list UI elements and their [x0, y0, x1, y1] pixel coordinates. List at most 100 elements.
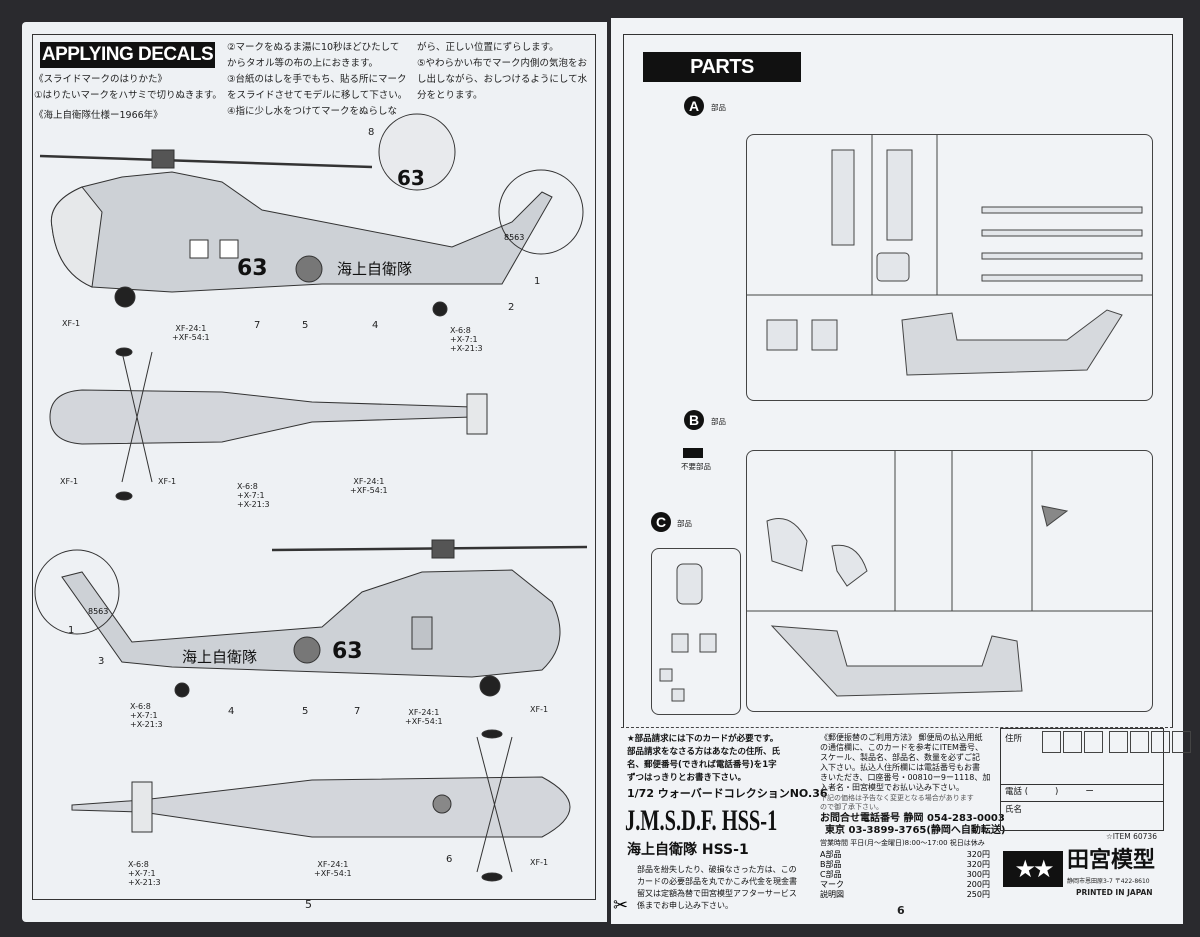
decal-serial-view3: 8563 [88, 607, 108, 616]
address-form: 住所 電話 ( ) ー 氏名 [1000, 728, 1191, 831]
step-3: ③台紙のはしを手でもち、貼る所にマーク をスライドさせてモデルに移して下さい。 [227, 74, 408, 101]
decal-page: APPLYING DECALS 《スライドマークのはりかた》 ①はりたいマークを… [22, 22, 607, 922]
price-value: 320円 [966, 860, 990, 869]
callout-xf1: XF-1 [62, 319, 81, 328]
price-item: B部品 [820, 860, 842, 869]
sprue-a [746, 134, 1153, 401]
series-label: 1/72 ウォーバードコレクションNO.36 [627, 787, 828, 800]
price-item: A部品 [820, 850, 842, 859]
callout-x6: X-6:8 +X-7:1 +X-21:3 [128, 860, 161, 887]
callout-4: 4 [372, 320, 379, 331]
callout-xf1: XF-1 [530, 705, 549, 714]
page-frame [32, 34, 596, 900]
callout-7: 7 [254, 320, 261, 331]
phone-field[interactable]: 電話 ( ) ー [1005, 787, 1094, 797]
parts-header: PARTS [643, 52, 801, 82]
sprue-b-label: 部品 [711, 417, 726, 426]
callout-xf24: XF-24:1 +XF-54:1 [405, 708, 443, 726]
decal-63-closeup: 63 [397, 166, 425, 190]
business-hours: 営業時間 平日(月〜金曜日)8:00〜17:00 祝日は休み [820, 839, 985, 847]
price-item: 説明図 [820, 890, 844, 899]
name-field[interactable]: 氏名 [1005, 805, 1023, 815]
top-view [49, 347, 488, 501]
phone-shizuoka: お問合せ電話番号 静岡 054-283-0003 [820, 813, 1005, 824]
page-number: 6 [897, 904, 905, 917]
callout-5: 5 [302, 320, 309, 331]
sprue-b-badge: B [684, 410, 704, 430]
page-number: 5 [305, 898, 312, 911]
callout-xf1: XF-1 [530, 858, 549, 867]
sprue-c-badge: C [651, 512, 671, 532]
callout-1: 1 [534, 276, 541, 287]
callout-x6: X-6:8 +X-7:1 +X-21:3 [450, 326, 483, 353]
callout-4: 4 [228, 706, 235, 717]
callout-7: 7 [354, 706, 361, 717]
decal-serial-view1: 8563 [504, 233, 524, 242]
sprue-c [651, 548, 741, 715]
price-value: 250円 [966, 890, 990, 899]
postal-instructions: 《郵便振替のご利用方法》 郵便局の払込用紙 の通信欄に、このカードを参考にITE… [820, 733, 991, 792]
printed-in-japan: PRINTED IN JAPAN [1076, 888, 1153, 897]
side-view-left [34, 539, 588, 698]
spec-title: 《海上自衛隊仕様ー1966年》 [34, 110, 163, 121]
price-row: C部品 300円 [820, 870, 990, 880]
applying-decals-header: APPLYING DECALS [40, 42, 215, 68]
callout-2: 2 [508, 302, 515, 313]
decal-63-view3: 63 [332, 639, 363, 664]
price-value: 200円 [966, 880, 990, 889]
callout-8: 8 [368, 127, 375, 138]
sprue-a-badge: A [684, 96, 704, 116]
price-row: マーク 200円 [820, 880, 990, 890]
price-value: 300円 [966, 870, 990, 879]
price-item: C部品 [820, 870, 842, 879]
callout-1: 1 [68, 625, 75, 636]
callout-x6: X-6:8 +X-7:1 +X-21:3 [237, 482, 270, 509]
sprue-a-parts [747, 135, 1152, 376]
sprue-a-label: 部品 [711, 103, 726, 112]
sprue-b [746, 450, 1153, 712]
sprue-b-parts [747, 451, 1152, 697]
callout-xf24: XF-24:1 +XF-54:1 [350, 477, 388, 495]
decal-63-view1: 63 [237, 256, 268, 281]
lost-parts-text: 部品を紛失したり、破損なさった方は、この カードの必要部品を丸でかこみ代金を現金… [637, 865, 797, 910]
callout-6: 6 [446, 854, 453, 865]
callout-xf1: XF-1 [60, 477, 79, 486]
parts-request-notice: ★部品請求には下のカードが必要です。 部品請求をなさる方はあなたの住所、氏 名、… [627, 734, 781, 783]
price-note: 下記の価格は予告なく変更となる場合があります ので御了承下さい。 [820, 794, 974, 811]
step-1: ①はりたいマークをハサミで切りぬきます。 [34, 90, 222, 101]
sprue-c-parts [659, 563, 717, 702]
step-5: ⑤やわらかい布でマーク内側の気泡をお し出しながら、おしつけるようにして水 分を… [417, 58, 588, 101]
callout-xf24: XF-24:1 +XF-54:1 [314, 860, 352, 878]
product-subtitle: 海上自衛隊 HSS-1 [627, 842, 749, 858]
price-item: マーク [820, 880, 844, 889]
callout-3: 3 [98, 656, 105, 667]
decal-jmsdf-view3: 海上自衛隊 [182, 648, 257, 666]
side-view-right [39, 113, 584, 317]
brand-address: 静岡市恩田原3-7 〒422-8610 [1067, 878, 1150, 885]
helicopter-drawings: 63 海上自衛隊 63 8563 63 海上自衛隊 8563 [34, 113, 588, 882]
unused-parts-label: 不要部品 [681, 462, 711, 471]
page-frame [623, 34, 1173, 728]
callout-xf24: XF-24:1 +XF-54:1 [172, 324, 210, 342]
step-4: ④指に少し水をつけてマークをぬらしな [227, 106, 398, 117]
step-4-cont: がら、正しい位置にずらします。 [417, 42, 559, 53]
callout-5: 5 [302, 706, 309, 717]
cut-line [621, 727, 1173, 728]
callout-x6: X-6:8 +X-7:1 +X-21:3 [130, 702, 163, 729]
decal-jmsdf-view1: 海上自衛隊 [337, 260, 412, 278]
price-row: 説明図 250円 [820, 890, 990, 900]
bottom-view [71, 729, 571, 882]
intro-title: 《スライドマークのはりかた》 [34, 74, 168, 85]
callout-xf1: XF-1 [158, 477, 177, 486]
price-row: B部品 320円 [820, 860, 990, 870]
sprue-c-label: 部品 [677, 519, 692, 528]
parts-page: PARTS A 部品 B 部品 不要部品 C 部品 [611, 18, 1191, 924]
tamiya-star-logo: ★★ [1003, 851, 1063, 887]
address-label: 住所 [1005, 734, 1023, 744]
product-title: J.M.S.D.F. HSS-1 [625, 804, 778, 837]
phone-tokyo: 東京 03-3899-3765(静岡へ自動転送) [825, 825, 1006, 836]
postal-code-boxes[interactable] [1042, 731, 1193, 757]
brand-name: 田宮模型 [1067, 848, 1156, 873]
